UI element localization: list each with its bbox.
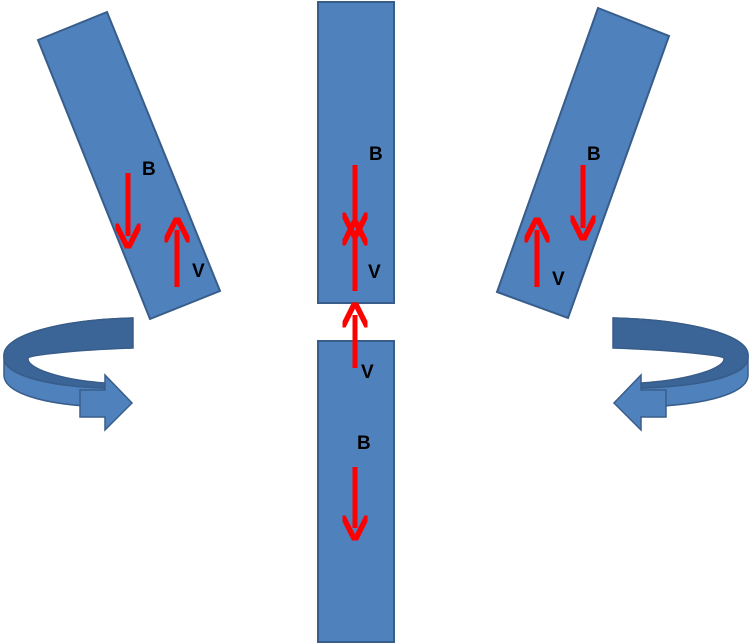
right-tilted-bar-group: B V [495, 6, 671, 320]
left-rotation-arrowhead [79, 373, 134, 432]
right-bar-b-label: B [587, 144, 601, 165]
center-bottom-bar-group: V B [317, 315, 395, 643]
left-bar-b-label: B [142, 159, 156, 180]
center-bottom-v-label: V [361, 362, 374, 383]
left-bar-v-label: V [192, 261, 205, 282]
center-top-bar-group: B V [317, 1, 395, 304]
curved-arrow-counterclockwise-icon [612, 317, 749, 432]
center-bottom-b-label: B [357, 433, 371, 454]
right-rotation-arrowhead [612, 373, 667, 432]
right-tilted-bar [495, 6, 671, 320]
right-bar-v-label: V [552, 269, 565, 290]
center-top-v-label: V [368, 262, 381, 283]
curved-arrow-clockwise-icon [3, 317, 134, 432]
left-tilted-bar-group: B V [36, 10, 222, 321]
right-rotation-band-top [612, 317, 749, 389]
center-top-b-label: B [369, 144, 383, 165]
